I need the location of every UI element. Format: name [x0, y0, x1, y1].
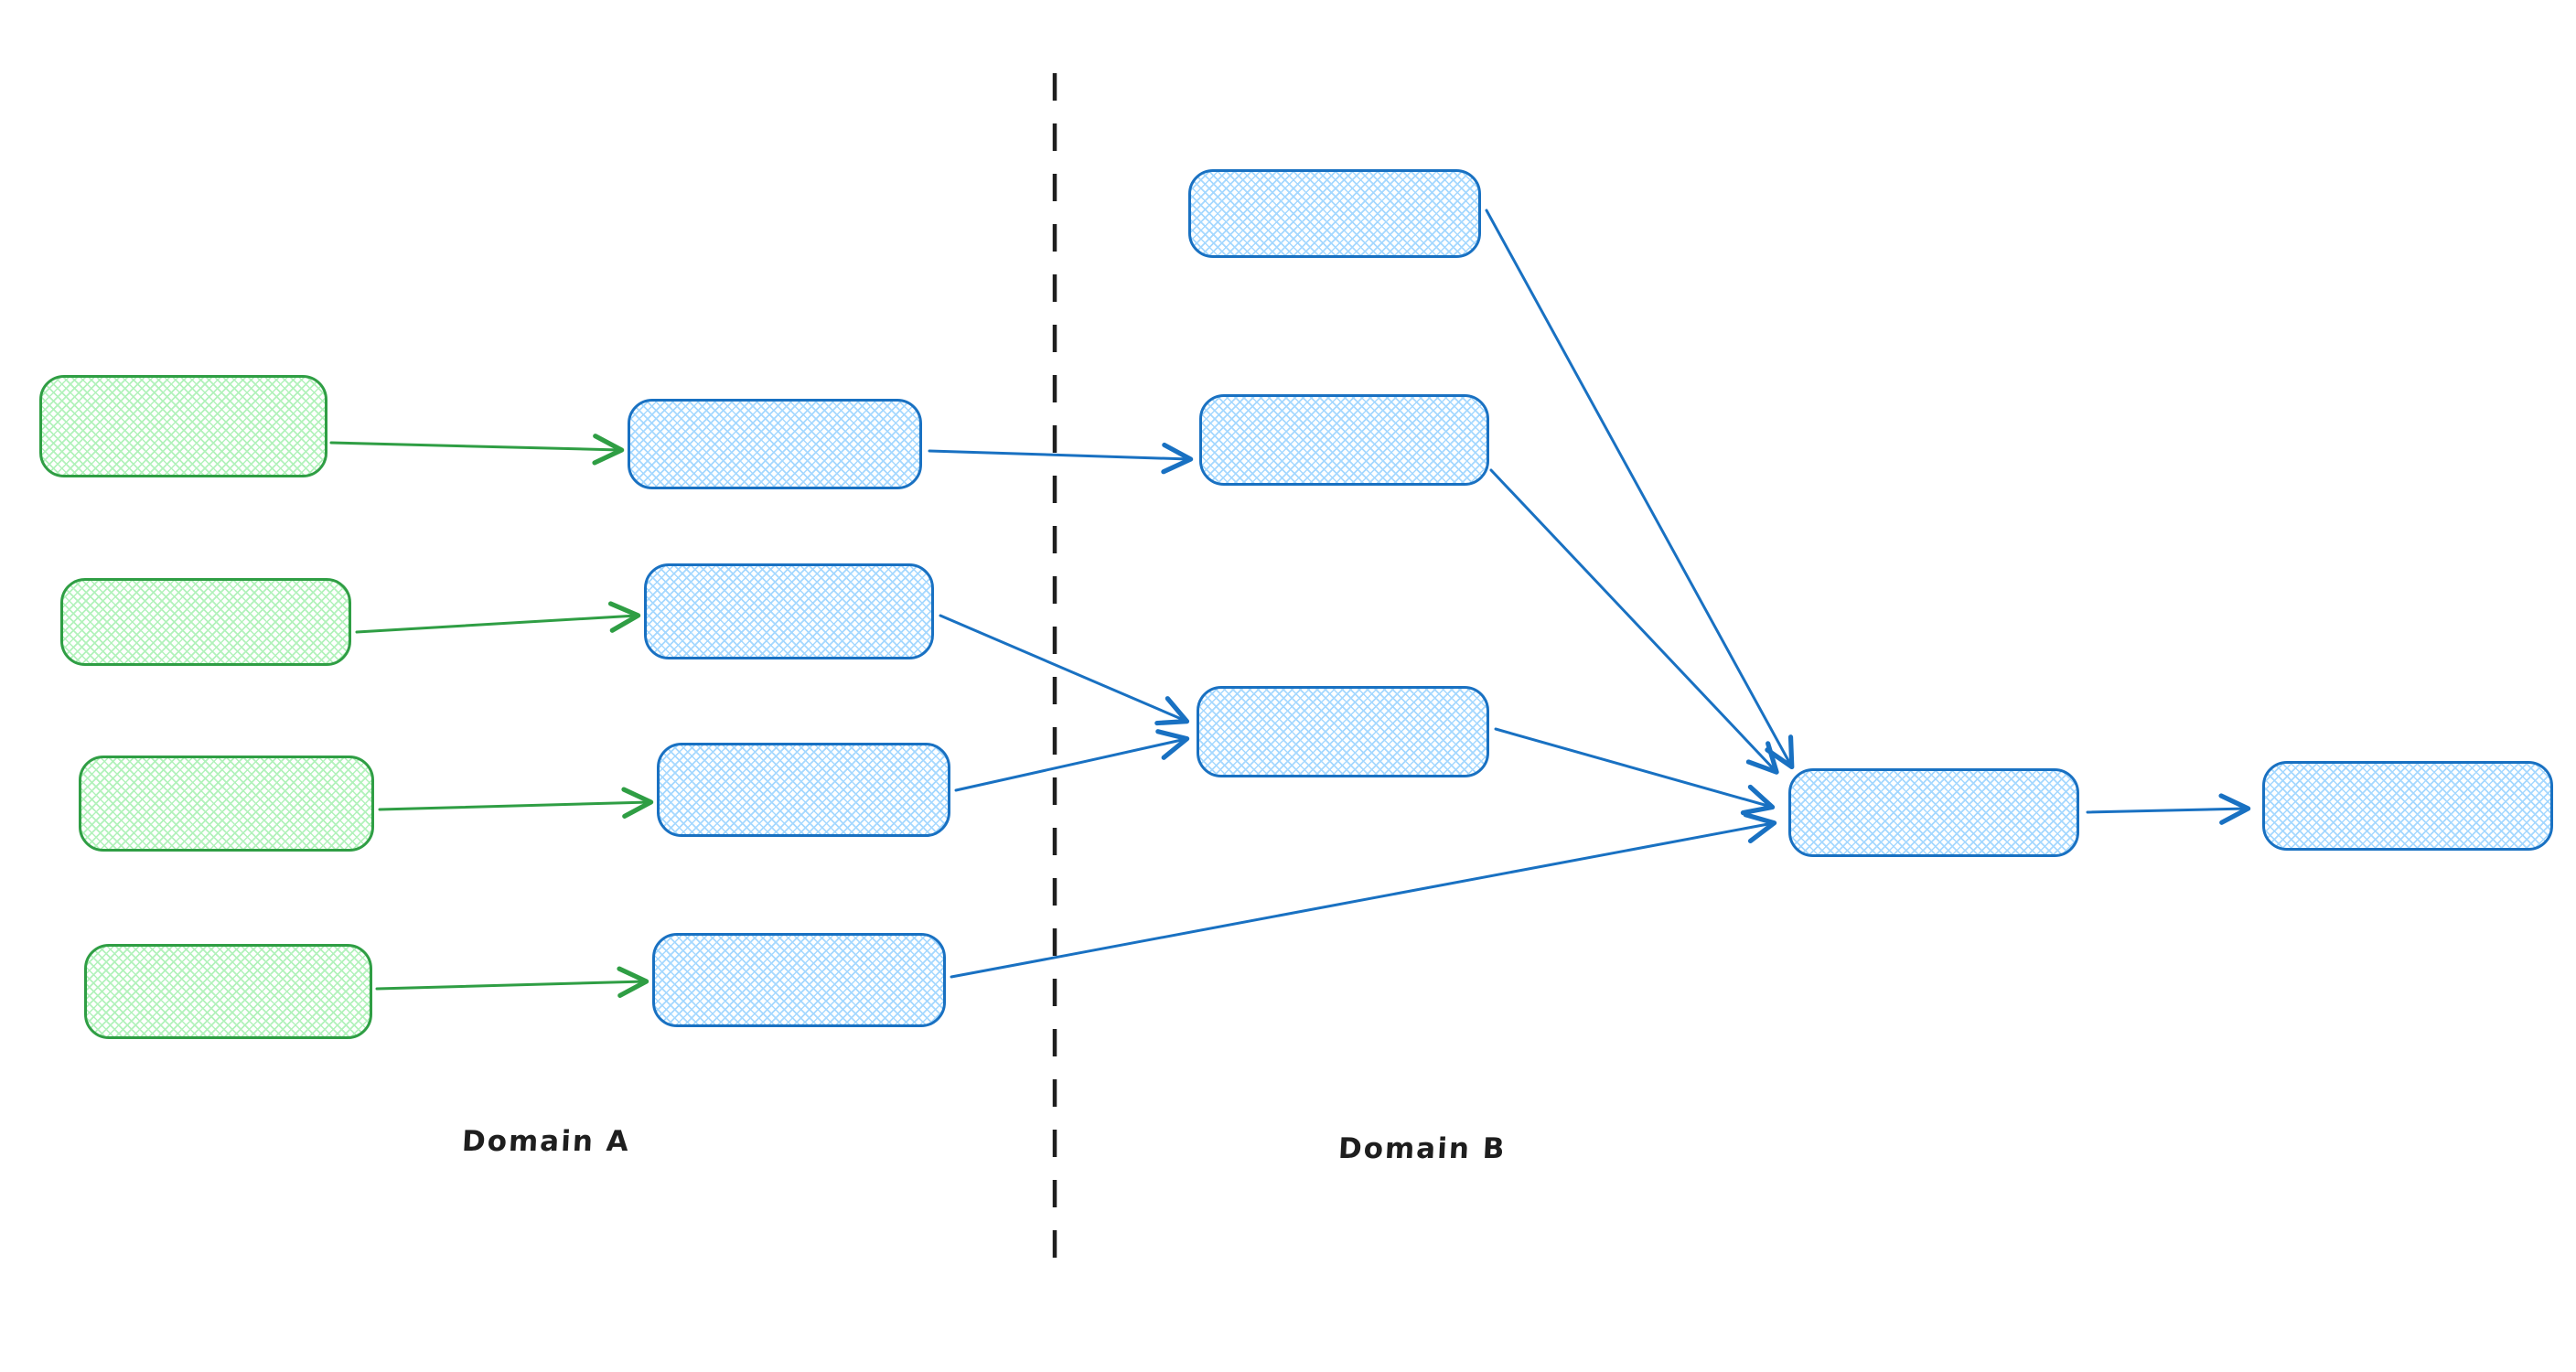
node-a-stage-2[interactable]	[644, 563, 934, 659]
node-a-stage-4[interactable]	[652, 933, 946, 1027]
node-a-stage-1[interactable]	[628, 399, 922, 489]
arrow-b-hub-to-b-output[interactable]	[2086, 793, 2251, 825]
node-a-source-2[interactable]	[60, 578, 351, 666]
node-a-stage-3[interactable]	[657, 743, 950, 837]
arrow-a-source-4-to-a-stage-4[interactable]	[375, 966, 649, 998]
arrow-a-stage-2-to-b-mid-2[interactable]	[939, 614, 1190, 726]
domain-b-label: Domain B	[1337, 1132, 1508, 1165]
arrow-a-stage-1-to-b-mid-1[interactable]	[928, 442, 1194, 475]
node-b-top[interactable]	[1188, 169, 1481, 258]
domain-a-label: Domain A	[461, 1125, 631, 1158]
arrow-b-mid-1-to-b-hub[interactable]	[1489, 468, 1779, 775]
arrow-a-source-2-to-a-stage-2[interactable]	[355, 601, 641, 634]
node-b-mid-1[interactable]	[1199, 394, 1489, 486]
node-b-hub[interactable]	[1788, 768, 2079, 857]
node-a-source-1[interactable]	[39, 375, 327, 477]
arrow-a-source-1-to-a-stage-1[interactable]	[329, 434, 625, 466]
node-a-source-4[interactable]	[84, 944, 372, 1039]
arrow-a-source-3-to-a-stage-3[interactable]	[378, 787, 654, 819]
node-b-output[interactable]	[2262, 761, 2553, 851]
arrow-a-stage-4-to-b-hub[interactable]	[950, 812, 1777, 979]
arrow-a-stage-3-to-b-mid-2[interactable]	[954, 729, 1190, 792]
node-b-mid-2[interactable]	[1197, 686, 1489, 777]
arrow-b-top-to-b-hub[interactable]	[1485, 209, 1795, 770]
node-a-source-3[interactable]	[79, 756, 374, 852]
arrow-b-mid-2-to-b-hub[interactable]	[1494, 727, 1776, 816]
